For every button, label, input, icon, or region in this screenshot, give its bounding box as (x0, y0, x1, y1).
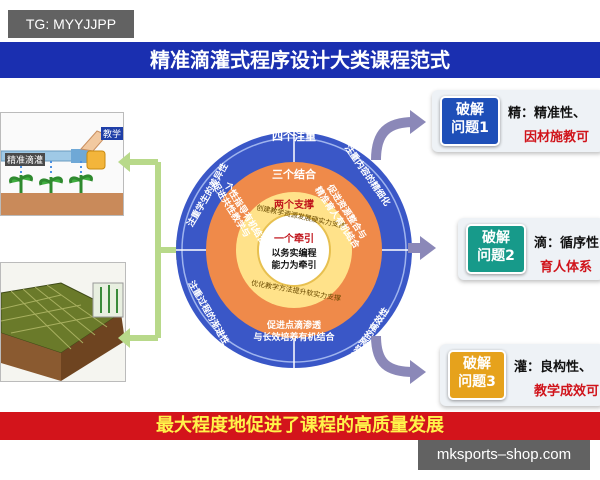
problem-2-text: 滴：循序性 (534, 236, 600, 251)
bottom-banner: 最大程度地促进了课程的高质量发展 (156, 415, 444, 436)
problem-tag-1: 破解 问题1 (440, 96, 500, 146)
problem-1-text: 精：精准性、 (508, 106, 587, 121)
problem-tag-1-line1: 破解 (456, 102, 484, 118)
problem-tag-3: 破解 问题3 (448, 350, 506, 400)
ring1-label: 一个牵引 (274, 234, 314, 245)
problem-3-subtext: 教学成效可 (534, 384, 600, 399)
ring3-bottom-2: 与长效培养有机结合 (253, 333, 335, 343)
crop-field-illustration (0, 282, 125, 381)
hand-card-label: 教学 (101, 127, 123, 140)
problem-tag-2-line2: 问题2 (477, 248, 515, 264)
center-text-1: 以务实编程 (271, 249, 317, 259)
ring2-label: 两个支撑 (274, 200, 314, 211)
seedlings-illustration (0, 130, 123, 215)
problem-3-text: 灌：良构性、 (514, 360, 593, 375)
concentric-circle-diagram (176, 132, 412, 368)
problem-tag-3-line2: 问题3 (458, 374, 496, 390)
problem-tag-2: 破解 问题2 (466, 224, 526, 274)
field-image (0, 262, 126, 382)
problem-tag-2-line1: 破解 (482, 230, 510, 246)
watermark-bottom: mksports–shop.com (418, 440, 590, 470)
page-title: 精准滴灌式程序设计大类课程范式 (150, 48, 450, 72)
problem-2-subtext: 育人体系 (540, 260, 593, 275)
watermark-top: TG: MYYJJPP (8, 10, 134, 38)
drip-irrigation-image: 精准滴灌 教学 (0, 112, 124, 216)
drip-sign-label: 精准滴灌 (5, 153, 46, 166)
ring3-bottom-1: 促进点滴渗透 (266, 321, 321, 331)
bottom-banner-bar (0, 412, 600, 440)
problem-arrows (371, 110, 436, 384)
ring3-label: 三个结合 (272, 168, 316, 181)
title-bar (0, 42, 600, 78)
center-text-2: 能力为牵引 (271, 261, 317, 271)
ring-center (257, 213, 331, 287)
ring4-label: 四个注重 (272, 130, 316, 143)
problem-tag-3-line1: 破解 (463, 356, 491, 372)
problem-1-subtext: 因材施教可 (524, 130, 590, 145)
problem-tag-1-line2: 问题1 (451, 120, 489, 136)
